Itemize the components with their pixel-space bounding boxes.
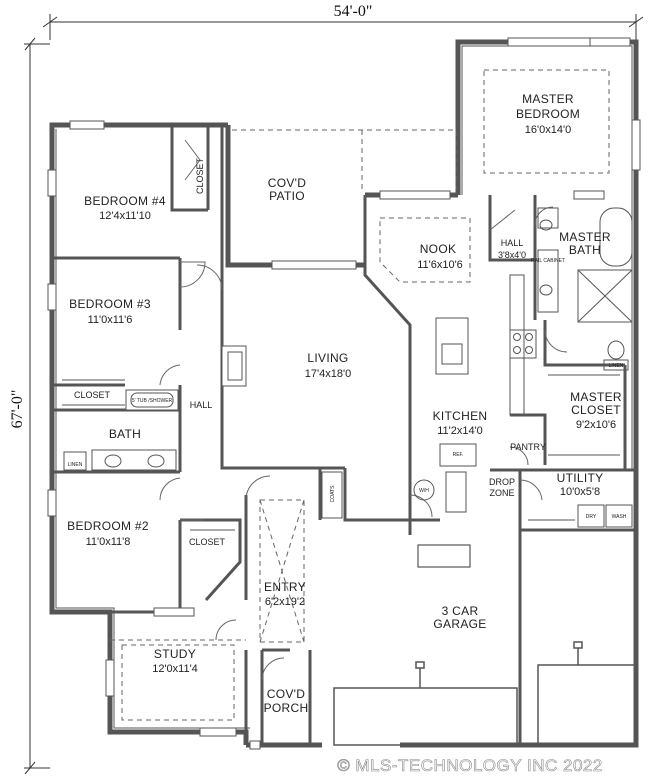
linen-bath-label: LINEN [68,462,83,468]
closet-br3-label: CLOSET [74,390,111,400]
kitchen-dims: 11'2x14'0 [437,425,483,437]
tub-label: 5' TUB /SHOWER [132,398,173,404]
covd-patio-name-2: PATIO [269,189,305,203]
linen-master-label: LINEN [609,363,624,369]
dashed-outlines [110,69,610,721]
covd-patio-name-1: COV'D [268,176,306,190]
entry-dims: 6'2x19'2 [265,596,305,608]
pantry-name: PANTRY [510,442,546,452]
watermark: © MLS-TECHNOLOGY INC 2022 [337,756,603,775]
entry-name: ENTRY [264,580,306,594]
wh-label: W/H [419,488,429,494]
windows [47,37,641,750]
nook-name: NOOK [420,242,457,256]
living-name: LIVING [307,351,348,365]
study-name: STUDY [154,647,196,661]
room-labels: MASTER BEDROOM 16'0x14'0 BEDROOM #4 12'4… [67,92,622,715]
nook-dims: 11'6x10'6 [417,259,463,271]
utility-name: UTILITY [557,471,604,485]
master-closet-name-1: MASTER [570,390,622,404]
garage-name-2: GARAGE [433,617,486,631]
drop-zone-name-2: ZONE [489,488,514,498]
dimension-lines [24,14,644,775]
master-bath-name-1: MASTER [559,230,611,244]
drop-zone-name-1: DROP [489,477,515,487]
wash-label: WASH [612,514,627,520]
bedroom4-name: BEDROOM #4 [84,194,166,208]
hall-master-name: HALL [501,238,524,248]
hall-master-dims: 3'8x4'0 [498,250,526,260]
garage-name-1: 3 CAR [442,604,479,618]
door-swings [159,139,568,681]
bedroom4-dims: 12'4x11'10 [99,210,151,222]
bedroom3-dims: 11'0x11'6 [88,314,133,326]
hall-name: HALL [190,400,213,410]
master-bedroom-name-2: BEDROOM [516,107,580,121]
master-bath-name-2: BATH [569,243,601,257]
overall-width-label: 54'-0" [334,3,373,20]
coats-label: COATS [330,485,336,503]
study-dims: 12'0x11'4 [152,663,198,675]
small-labels: CLOSET CLOSET CLOSET COATS 5' TUB /SHOWE… [68,157,627,547]
ref-label: REF. [453,452,464,458]
master-bedroom-name-1: MASTER [522,92,574,106]
covd-porch-name-1: COV'D [267,687,305,701]
living-dims: 17'4x18'0 [305,368,351,380]
master-bedroom-dims: 16'0x14'0 [525,124,571,136]
utility-dims: 10'0x5'8 [560,486,600,498]
fixtures [62,207,633,531]
bedroom2-dims: 11'0x11'8 [86,536,131,548]
overall-depth-label: 67'-0" [9,390,26,429]
closet-br2-label: CLOSET [189,537,226,547]
bedroom2-name: BEDROOM #2 [67,519,149,533]
covd-porch-name-2: PORCH [264,701,309,715]
rail-cabinet-label: RAIL CABINET [531,258,565,264]
bath-name: BATH [109,427,141,441]
garage-doors [333,544,637,746]
master-closet-name-2: CLOSET [571,403,621,417]
master-closet-dims: 9'2x10'6 [576,419,616,431]
dry-label: DRY [586,514,597,520]
closet-br4-label: CLOSET [195,157,205,194]
kitchen-name: KITCHEN [433,409,488,423]
bedroom3-name: BEDROOM #3 [69,297,151,311]
exterior-walls-inner [55,45,633,729]
